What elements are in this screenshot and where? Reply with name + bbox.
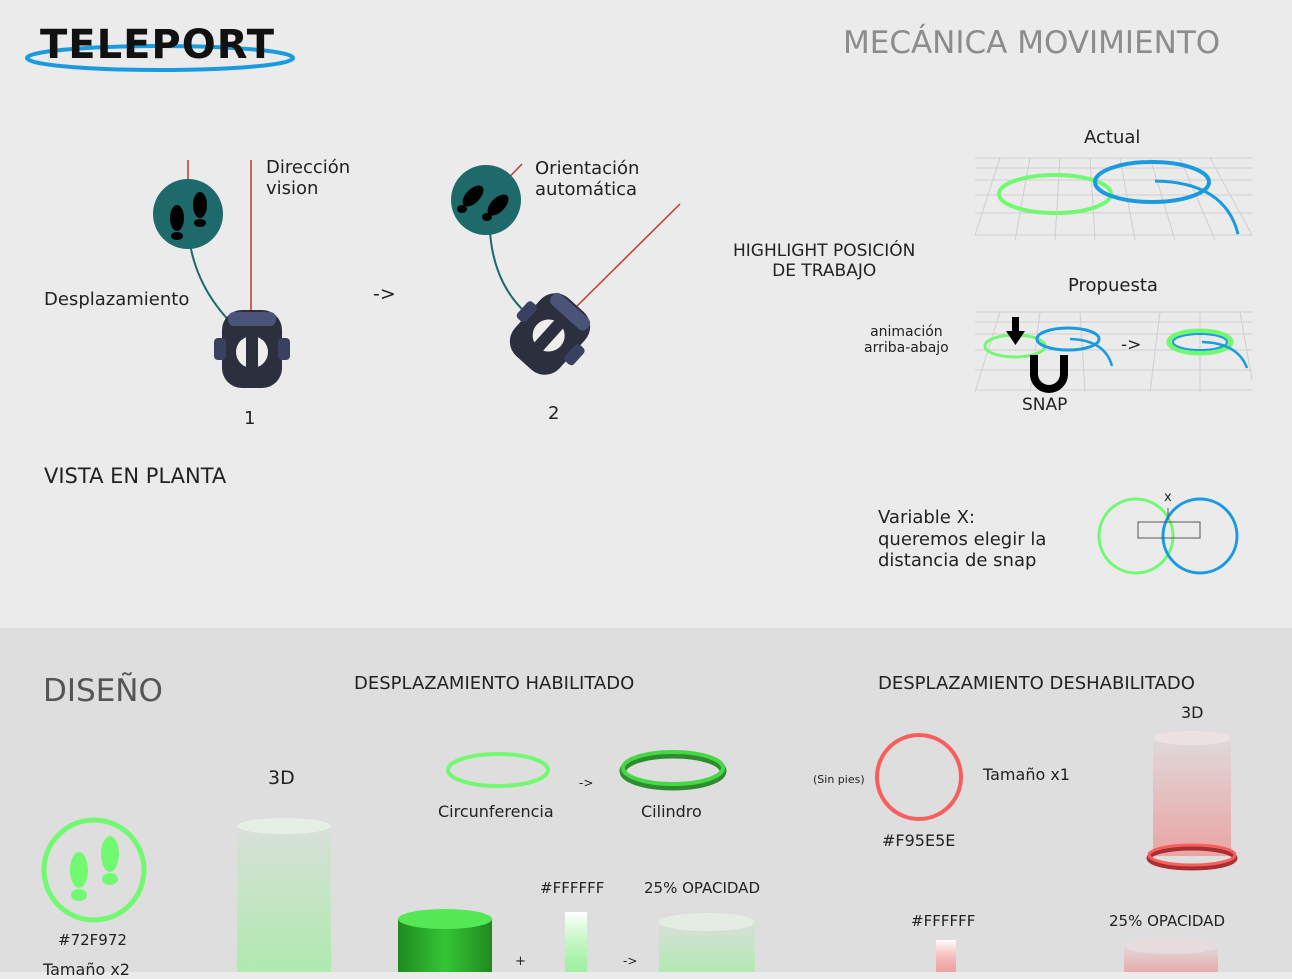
red-hex-label: #F95E5E [882, 831, 956, 850]
solid-green-cylinder [398, 909, 492, 972]
plan-view-label: VISTA EN PLANTA [44, 464, 227, 488]
green-footprints-badge [41, 817, 147, 923]
opacity-label-2: 25% OPACIDAD [1109, 912, 1225, 930]
snap-distance-illustration [1097, 497, 1239, 575]
step-2-label: 2 [548, 403, 560, 424]
diagram-step-1 [153, 160, 290, 388]
green-hex-label: #72F972 [58, 931, 127, 949]
variable-x-label: Variable X: queremos elegir la distancia… [878, 507, 1047, 572]
displacement-label: Desplazamiento [44, 289, 190, 310]
white-gradient-swatch-red [936, 940, 956, 972]
diagram-step-2 [451, 163, 681, 375]
proposal-grid-illustration [974, 311, 1253, 393]
white-hex-label: #FFFFFF [540, 879, 605, 897]
design-section-background [0, 628, 1292, 972]
enabled-title: DESPLAZAMIENTO HABILITADO [354, 673, 635, 694]
white-gradient-swatch [565, 912, 587, 972]
vr-headset-1 [214, 310, 290, 388]
cylinder-label: Cilindro [641, 802, 702, 821]
white-hex-label-2: #FFFFFF [911, 912, 976, 930]
logo-ring [25, 44, 295, 72]
red-ring [875, 733, 963, 821]
red-faded-cylinder [1124, 938, 1218, 972]
x-mark: x [1164, 490, 1172, 505]
highlight-label: HIGHLIGHT POSICIÓN DE TRABAJO [733, 241, 916, 281]
step-1-label: 1 [244, 408, 256, 429]
label-3d-left: 3D [268, 767, 295, 789]
footprints-badge-2 [451, 165, 521, 235]
green-size-label: Tamaño x2 [43, 960, 130, 979]
animation-label: animación arriba-abajo [864, 324, 949, 357]
direction-label: Dirección vision [266, 157, 351, 199]
label-3d-right: 3D [1181, 703, 1204, 722]
opacity-label: 25% OPACIDAD [644, 879, 760, 897]
size-x1-label: Tamaño x1 [983, 765, 1070, 784]
page-title: MECÁNICA MOVIMIENTO [843, 25, 1221, 61]
footprints-badge-1 [153, 179, 223, 249]
step-arrow: -> [373, 283, 396, 305]
green-3d-cylinder [237, 818, 331, 972]
result-faded-cylinder [659, 913, 755, 972]
actual-grid-illustration [974, 157, 1253, 241]
propuesta-label: Propuesta [1068, 275, 1158, 296]
actual-label: Actual [1084, 127, 1141, 148]
snap-label: SNAP [1022, 395, 1068, 415]
snap-arrow: -> [1121, 335, 1142, 355]
cylinder-ring [619, 750, 727, 791]
sin-pies-label: (Sin pies) [813, 773, 865, 786]
result-arrow: -> [623, 954, 638, 968]
auto-orientation-label: Orientación automática [535, 158, 640, 200]
logo-text: TELEPORT [40, 22, 276, 68]
disabled-title: DESPLAZAMIENTO DESHABILITADO [878, 673, 1195, 694]
down-arrow-icon [1006, 317, 1025, 345]
design-title: DISEÑO [43, 673, 163, 709]
red-3d-cylinder [1146, 731, 1238, 871]
ring-arrow: -> [579, 776, 594, 790]
plus-sign: + [515, 954, 526, 969]
circumference-label: Circunferencia [438, 802, 554, 821]
magnet-icon [1030, 355, 1068, 393]
vr-headset-2 [509, 292, 591, 375]
circumference-ring [446, 752, 550, 788]
